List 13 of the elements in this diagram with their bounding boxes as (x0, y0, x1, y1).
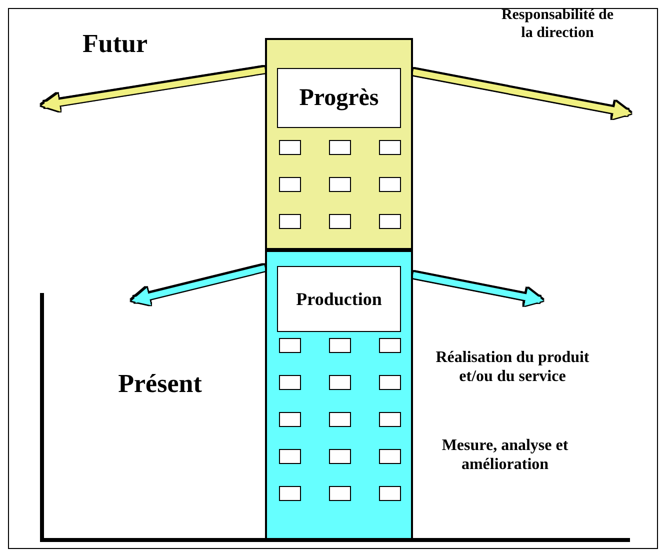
device-panel (265, 250, 413, 540)
annotation-text: Responsabilité de la direction (500, 6, 615, 42)
device-panel (265, 38, 413, 250)
arrow (132, 265, 266, 306)
arrow (412, 272, 544, 306)
section-heading: Futur (82, 28, 148, 60)
screen-label: Production (277, 266, 401, 332)
screen-label: Progrès (277, 68, 401, 128)
arrow (41, 67, 266, 112)
annotation-text: Mesure, analyse et amélioration (440, 436, 570, 474)
section-heading: Présent (117, 368, 203, 400)
arrow (412, 69, 632, 120)
annotation-text: Réalisation du produit et/ou du service (434, 348, 590, 386)
